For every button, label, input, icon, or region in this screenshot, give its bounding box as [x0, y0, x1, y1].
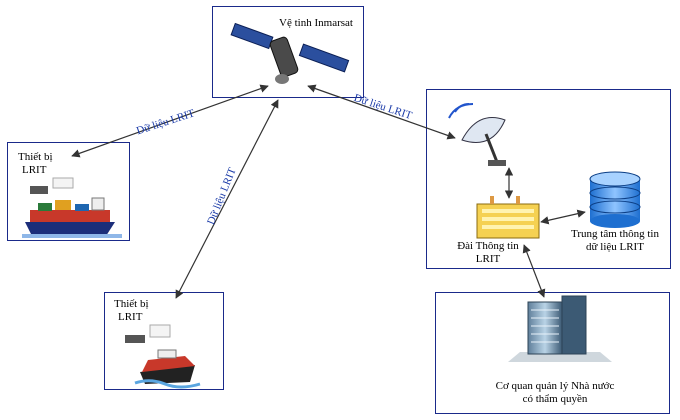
satellite-dish-icon — [448, 103, 506, 166]
ship-device-2-label: Thiết bị LRIT — [114, 298, 184, 324]
ship-device-2-label-line1: Thiết bị — [114, 298, 149, 310]
ship-device-1-label-line1: Thiết bị — [18, 151, 53, 163]
ship-icon-2 — [125, 324, 201, 389]
ship-icon-1 — [22, 177, 122, 238]
authority-label-line1: Cơ quan quản lý Nhà nước — [495, 380, 615, 392]
ship-device-2-box — [104, 292, 224, 390]
authority-label-line2: có thẩm quyền — [522, 393, 588, 405]
data-center-label-line2: dữ liệu LRIT — [586, 241, 644, 253]
satellite-label: Vệ tinh Inmarsat — [279, 17, 353, 29]
station-label-line2: LRIT — [475, 253, 501, 265]
ship-device-2-label-line2: LRIT — [118, 311, 143, 323]
station-label-line1: Đài Thông tin — [457, 240, 519, 252]
data-center-label: Trung tâm thông tin dữ liệu LRIT — [560, 228, 670, 254]
data-center-label-line1: Trung tâm thông tin — [571, 228, 659, 240]
edge-sat-ship1 — [71, 84, 269, 158]
ship-device-1-label: Thiết bị LRIT — [18, 151, 88, 177]
ship-device-1-label-line2: LRIT — [22, 164, 47, 176]
edge-sat-station — [307, 84, 456, 140]
edge-sat-ship2 — [175, 99, 279, 299]
database-icon — [589, 171, 641, 228]
station-label: Đài Thông tin LRIT — [448, 240, 528, 266]
authority-label: Cơ quan quản lý Nhà nước có thẩm quyền — [480, 380, 630, 406]
edge-station-authority — [522, 244, 546, 298]
edge-station-datacenter — [540, 209, 586, 225]
station-building-icon — [476, 196, 540, 239]
office-building-icon — [508, 295, 612, 362]
satellite-icon — [230, 22, 350, 84]
